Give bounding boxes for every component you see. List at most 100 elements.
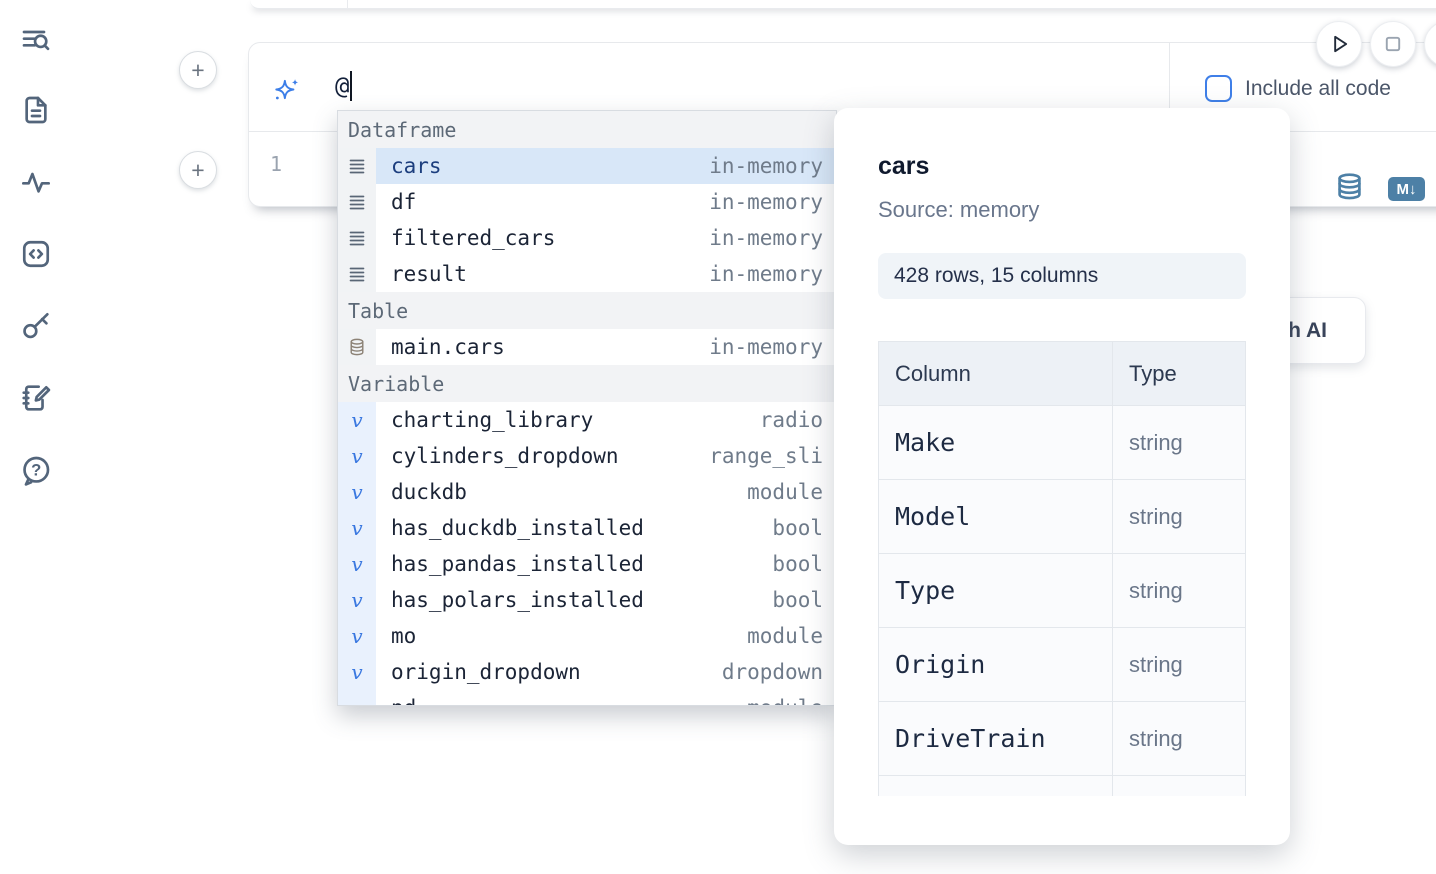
panel-title: cars xyxy=(878,152,930,180)
add-cell-button-bottom[interactable]: + xyxy=(179,151,217,189)
column-type: string xyxy=(1112,627,1246,702)
divider xyxy=(1169,43,1170,131)
ai-sparkle-icon xyxy=(272,76,302,106)
item-name: mo xyxy=(391,624,417,648)
item-type: module xyxy=(747,624,823,648)
variable-icon: v xyxy=(338,618,376,654)
column-name: DriveTrain xyxy=(878,701,1113,776)
item-type: bool xyxy=(772,516,823,540)
item-type: in-memory xyxy=(709,335,823,359)
dataframe-icon xyxy=(338,220,376,256)
item-name: cylinders_dropdown xyxy=(391,444,619,468)
variable-icon: v xyxy=(338,402,376,438)
text-cursor xyxy=(350,71,353,101)
item-name: has_pandas_installed xyxy=(391,552,644,576)
search-list-icon[interactable] xyxy=(20,24,52,56)
autocomplete-section-label: Dataframe xyxy=(338,111,836,148)
autocomplete-section-label: Variable xyxy=(338,365,836,402)
column-name: Origin xyxy=(878,627,1113,702)
variable-icon: v xyxy=(338,690,376,705)
autocomplete-section-label: Table xyxy=(338,292,836,329)
column-type: string xyxy=(1112,701,1246,776)
column-type: string xyxy=(1112,553,1246,628)
item-name: df xyxy=(391,190,417,214)
ai-prompt-row[interactable]: @ Include all code xyxy=(249,43,1436,132)
item-type: in-memory xyxy=(709,154,823,178)
database-icon[interactable] xyxy=(1335,170,1364,208)
autocomplete-item-pd[interactable]: v pd module xyxy=(338,690,836,705)
key-icon[interactable] xyxy=(20,310,52,342)
autocomplete-item-has_polars_installed[interactable]: v has_polars_installed bool xyxy=(338,582,836,618)
item-type: bool xyxy=(772,588,823,612)
ai-prompt-input[interactable]: @ xyxy=(335,71,353,101)
item-type: in-memory xyxy=(709,190,823,214)
autocomplete-item-cars[interactable]: cars in-memory xyxy=(338,148,836,184)
scratchpad-icon[interactable] xyxy=(20,382,52,414)
variable-icon: v xyxy=(338,582,376,618)
item-type: module xyxy=(747,696,836,705)
item-type: in-memory xyxy=(709,262,823,286)
autocomplete-popup: Dataframe cars in-memory df in-memory filtere… xyxy=(337,110,837,706)
dataframe-icon xyxy=(338,148,376,184)
autocomplete-item-df[interactable]: df in-memory xyxy=(338,184,836,220)
stop-icon xyxy=(1385,36,1401,52)
previous-cell-edge xyxy=(250,0,1436,9)
code-snippet-icon[interactable] xyxy=(20,238,52,270)
dataframe-preview-panel: cars Source: memory 428 rows, 15 columns… xyxy=(834,108,1290,845)
column-header: Column xyxy=(878,341,1113,406)
column-type: string xyxy=(1112,405,1246,480)
item-name: duckdb xyxy=(391,480,467,504)
column-name: Type xyxy=(878,553,1113,628)
column-name: Make xyxy=(878,405,1113,480)
include-all-code-label: Include all code xyxy=(1245,76,1391,100)
variable-icon: v xyxy=(338,654,376,690)
line-number: 1 xyxy=(270,152,283,176)
code-editor[interactable]: 1 M↓ xyxy=(249,132,1436,206)
help-icon[interactable]: ? xyxy=(20,454,52,486)
stop-button[interactable] xyxy=(1370,21,1416,67)
document-icon[interactable] xyxy=(20,94,52,126)
item-name: cars xyxy=(391,154,442,178)
column-type: string xyxy=(1112,479,1246,554)
activity-icon[interactable] xyxy=(20,166,52,198)
item-name: pd xyxy=(391,696,416,705)
item-type: bool xyxy=(772,552,823,576)
item-type: module xyxy=(747,480,823,504)
item-name: charting_library xyxy=(391,408,594,432)
dataframe-icon xyxy=(338,256,376,292)
markdown-icon[interactable]: M↓ xyxy=(1388,177,1425,201)
add-cell-button-top[interactable]: + xyxy=(179,51,217,89)
svg-text:?: ? xyxy=(31,461,41,480)
column-name: Model xyxy=(878,479,1113,554)
dataframe-icon xyxy=(338,184,376,220)
autocomplete-item-origin_dropdown[interactable]: v origin_dropdown dropdown xyxy=(338,654,836,690)
item-name: result xyxy=(391,262,467,286)
variable-icon: v xyxy=(338,438,376,474)
table-icon xyxy=(338,329,376,365)
autocomplete-item-cylinders_dropdown[interactable]: v cylinders_dropdown range_sli xyxy=(338,438,836,474)
include-all-code-checkbox[interactable] xyxy=(1205,75,1232,102)
run-cell-button[interactable] xyxy=(1316,21,1362,67)
item-name: origin_dropdown xyxy=(391,660,581,684)
item-name: has_duckdb_installed xyxy=(391,516,644,540)
item-name: has_polars_installed xyxy=(391,588,644,612)
autocomplete-item-result[interactable]: result in-memory xyxy=(338,256,836,292)
item-name: filtered_cars xyxy=(391,226,556,250)
schema-row-partial xyxy=(878,775,1246,796)
type-header: Type xyxy=(1112,341,1246,406)
item-type: dropdown xyxy=(721,660,823,684)
item-type: range_sli xyxy=(709,444,823,468)
